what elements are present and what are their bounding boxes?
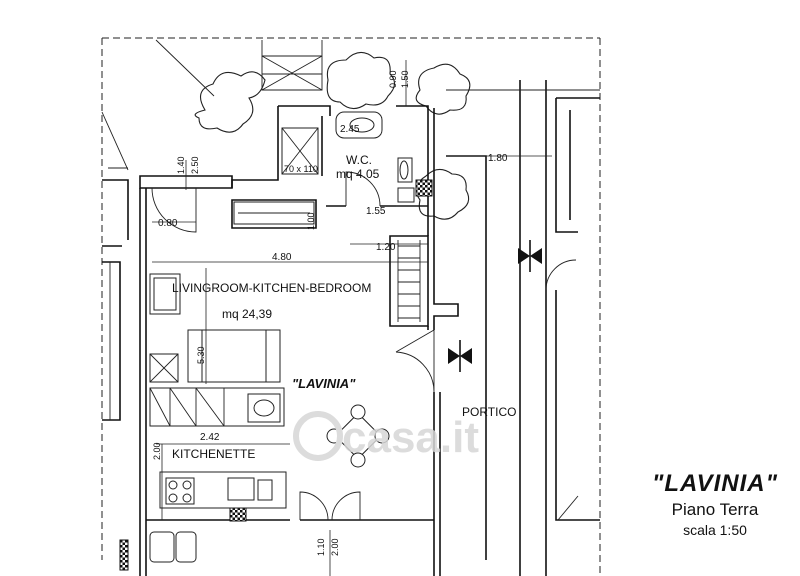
wc-area-label: mq 4.05 bbox=[336, 167, 380, 181]
floor-label: Piano Terra bbox=[671, 500, 759, 519]
scale-label: scala 1:50 bbox=[683, 522, 747, 538]
walls bbox=[101, 39, 600, 576]
column-hatches bbox=[119, 179, 433, 571]
living-furniture bbox=[149, 273, 390, 563]
dim-5-30: 5.30 bbox=[196, 346, 206, 364]
living-area-label: mq 24,39 bbox=[222, 307, 272, 321]
dim-1-00: 1.00 bbox=[306, 212, 316, 230]
dim-2-00b: 2.00 bbox=[330, 538, 340, 556]
dim-1-50: 1.50 bbox=[400, 70, 410, 88]
watermark-text: casa.it bbox=[342, 413, 479, 462]
wc-name-label: W.C. bbox=[346, 153, 372, 167]
kitchenette-label: KITCHENETTE bbox=[172, 447, 255, 461]
watermark: casa.it bbox=[293, 411, 479, 462]
dim-2-45: 2.45 bbox=[340, 124, 360, 135]
dim-1-80: 1.80 bbox=[488, 153, 508, 164]
living-name-label: LIVINGROOM-KITCHEN-BEDROOM bbox=[172, 281, 371, 295]
dimension-lines bbox=[152, 60, 552, 576]
dim-1-55: 1.55 bbox=[366, 206, 386, 217]
wc-fixtures bbox=[233, 111, 415, 225]
closet-shelves bbox=[397, 240, 421, 322]
dim-1-10: 1.10 bbox=[316, 538, 326, 556]
portico-label: PORTICO bbox=[462, 405, 516, 419]
shower-size-label: 70 x 110 bbox=[284, 164, 318, 174]
dimension-labels: 0.90 1.50 2.45 1.80 1.40 2.50 0.80 1.00 … bbox=[152, 70, 508, 556]
dim-2-50: 2.50 bbox=[190, 156, 200, 174]
vent-symbols bbox=[448, 240, 542, 372]
dim-2-42: 2.42 bbox=[200, 432, 220, 443]
dim-0-80: 0.80 bbox=[158, 218, 178, 229]
room-labels: 70 x 110 W.C. mq 4.05 LIVINGROOM-KITCHEN… bbox=[172, 153, 516, 461]
property-boundary bbox=[101, 37, 601, 576]
dim-0-90: 0.90 bbox=[388, 70, 398, 88]
dim-1-40: 1.40 bbox=[176, 156, 186, 174]
plan-title: "LAVINIA" bbox=[652, 470, 778, 497]
title-block: "LAVINIA" Piano Terra scala 1:50 bbox=[640, 470, 790, 538]
apartment-label: "LAVINIA" bbox=[292, 376, 356, 391]
dim-2-00: 2.00 bbox=[152, 442, 162, 460]
dim-1-20: 1.20 bbox=[376, 242, 396, 253]
dim-4-80: 4.80 bbox=[272, 252, 292, 263]
doors bbox=[151, 171, 579, 521]
